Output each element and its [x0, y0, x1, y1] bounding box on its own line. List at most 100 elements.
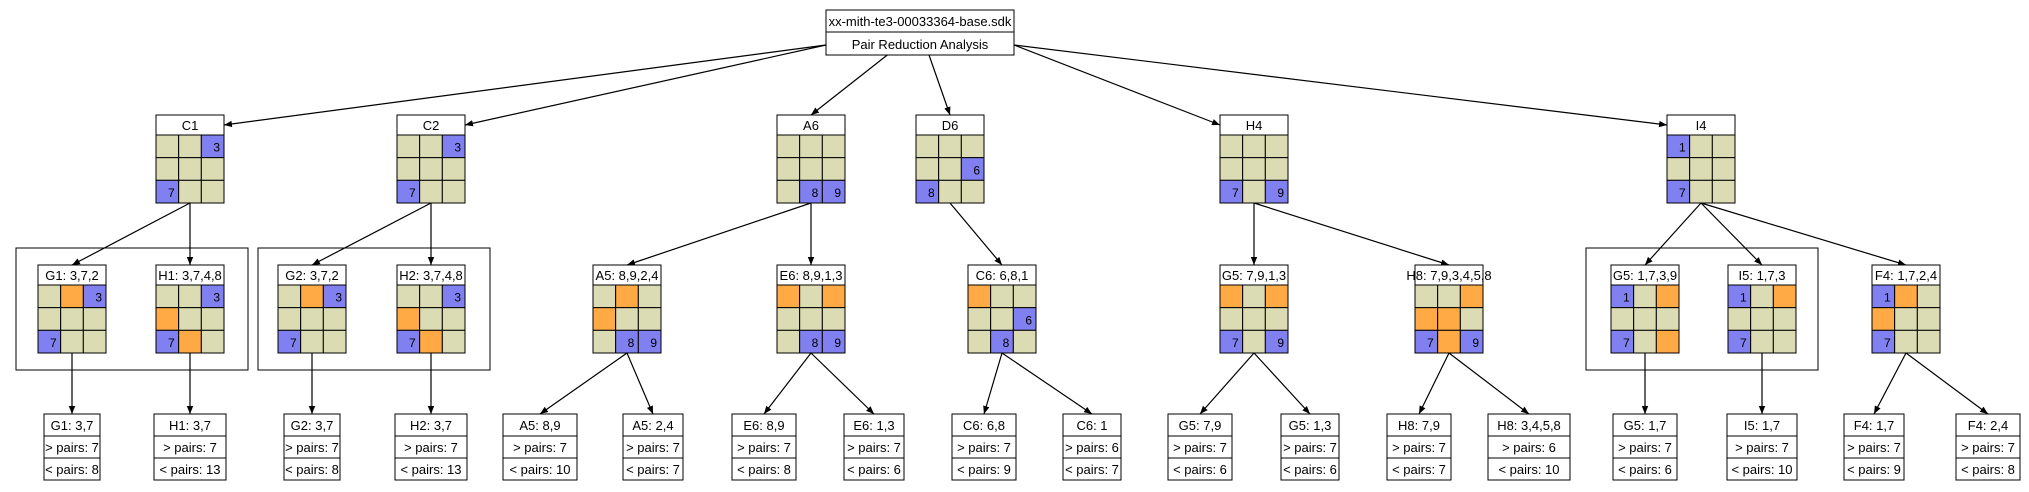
- result-title: C6: 6,8: [963, 418, 1005, 433]
- grid-cell: [1242, 134, 1266, 159]
- grid-cell: [419, 157, 443, 181]
- grid-cell: [1264, 307, 1289, 331]
- result-greater: > pairs: 7: [45, 440, 99, 455]
- grid-cell: [637, 329, 662, 354]
- grid-cell: [1437, 329, 1461, 354]
- node-d6-label: D6: [942, 118, 959, 133]
- grid-cell: [938, 157, 962, 181]
- candidate-h2: H2: 3,7,4,837: [396, 264, 466, 354]
- node-i4-label: I4: [1696, 118, 1707, 133]
- tree-edge: [1448, 352, 1530, 415]
- grid-cell: [592, 284, 617, 309]
- grid-cell: [396, 284, 421, 309]
- grid-cell: [1633, 284, 1657, 309]
- cell-value: 7: [1427, 336, 1434, 350]
- grid-cell: [155, 284, 180, 309]
- candidate-g5b-label: G5: 1,7,3,9: [1613, 268, 1677, 283]
- grid-cell: [1711, 157, 1736, 181]
- candidate-c6-label: C6: 6,8,1: [976, 268, 1029, 283]
- result-node: G1: 3,7> pairs: 7< pairs: 8: [43, 413, 101, 481]
- result-node: E6: 8,9> pairs: 7< pairs: 8: [731, 413, 797, 481]
- cell-value: 1: [1679, 141, 1686, 155]
- grid-cell: [178, 134, 202, 159]
- cell-value: 7: [290, 336, 297, 350]
- result-node: G5: 7,9> pairs: 7< pairs: 6: [1167, 413, 1233, 481]
- tree-edge: [539, 352, 628, 415]
- result-node: H8: 7,9> pairs: 7< pairs: 7: [1386, 413, 1452, 481]
- tree-edge: [1001, 352, 1093, 415]
- grid-cell: [637, 284, 662, 309]
- grid-cell: [1242, 284, 1266, 309]
- grid-cell: [1894, 284, 1918, 309]
- candidate-i5: I5: 1,7,317: [1727, 264, 1797, 354]
- grid-cell: [200, 329, 225, 354]
- cell-value: 6: [1025, 313, 1032, 327]
- result-node: G5: 1,7> pairs: 7< pairs: 6: [1612, 413, 1678, 481]
- grid-cell: [1219, 284, 1244, 309]
- result-title: E6: 8,9: [743, 418, 784, 433]
- cell-value: 8: [812, 336, 819, 350]
- grid-cell: [1633, 307, 1657, 331]
- grid-cell: [1264, 284, 1289, 309]
- result-less: < pairs: 6: [1283, 462, 1337, 477]
- cell-value: 9: [1472, 336, 1479, 350]
- tree-edge: [311, 202, 432, 266]
- result-greater: > pairs: 6: [1502, 440, 1556, 455]
- candidate-h1: H1: 3,7,4,837: [155, 264, 225, 354]
- grid-cell: [799, 157, 823, 181]
- grid-cell: [1727, 307, 1752, 331]
- cell-value: 7: [1740, 336, 1747, 350]
- grid-cell: [967, 329, 992, 354]
- tree-edge: [810, 54, 888, 116]
- result-greater: > pairs: 7: [1173, 440, 1227, 455]
- cell-value: 8: [928, 186, 935, 200]
- grid-cell: [1437, 284, 1461, 309]
- candidate-g1-label: G1: 3,7,2: [45, 268, 98, 283]
- cell-value: 3: [454, 141, 461, 155]
- result-greater: > pairs: 7: [404, 440, 458, 455]
- tree-edge: [949, 202, 1003, 266]
- result-greater: > pairs: 7: [1618, 440, 1672, 455]
- result-title: F4: 1,7: [1854, 418, 1894, 433]
- grid-cell: [1894, 329, 1918, 354]
- grid-cell: [1916, 329, 1941, 354]
- grid-cell: [1772, 307, 1797, 331]
- cell-value: 8: [1003, 336, 1010, 350]
- grid-cell: [396, 157, 421, 181]
- result-title: H8: 3,4,5,8: [1497, 418, 1561, 433]
- grid-cell: [1750, 284, 1774, 309]
- tree-edge: [1700, 202, 1907, 266]
- tree-edge: [1013, 44, 1668, 128]
- grid-cell: [990, 284, 1014, 309]
- tree-edge: [928, 54, 951, 116]
- result-title: G2: 3,7: [291, 418, 334, 433]
- grid-cell: [60, 307, 84, 331]
- grid-cell: [1219, 307, 1244, 331]
- grid-cell: [396, 134, 421, 159]
- cell-value: 9: [834, 186, 841, 200]
- grid-cell: [967, 284, 992, 309]
- cell-value: 1: [1740, 291, 1747, 305]
- grid-cell: [938, 179, 962, 204]
- result-node: A5: 2,4> pairs: 7< pairs: 7: [622, 413, 684, 481]
- cell-value: 8: [628, 336, 635, 350]
- cell-value: 9: [1277, 186, 1284, 200]
- grid-cell: [821, 329, 846, 354]
- result-title: F4: 2,4: [1968, 418, 2008, 433]
- grid-cell: [155, 157, 180, 181]
- result-greater: > pairs: 7: [1961, 440, 2015, 455]
- result-node: I5: 1,7> pairs: 7< pairs: 10: [1726, 413, 1798, 481]
- result-node: H8: 3,4,5,8> pairs: 6< pairs: 10: [1487, 413, 1571, 481]
- cell-value: 3: [213, 141, 220, 155]
- grid-cell: [82, 329, 107, 354]
- cell-value: 7: [1232, 186, 1239, 200]
- result-node: A5: 8,9> pairs: 7< pairs: 10: [502, 413, 578, 481]
- grid-cell: [200, 179, 225, 204]
- grid-cell: [1916, 284, 1941, 309]
- grid-cell: [960, 179, 985, 204]
